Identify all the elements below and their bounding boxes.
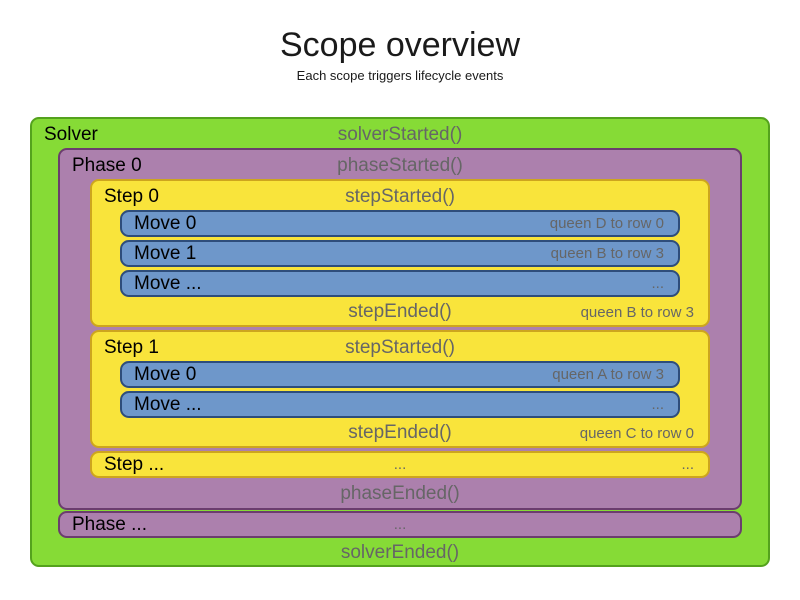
move-label: Move ... (134, 272, 202, 294)
step-more-right-dots: ... (681, 456, 694, 473)
step-label: Step 1 (104, 336, 159, 358)
phase-started-event: phaseStarted() (337, 154, 463, 176)
move-label: Move 0 (134, 212, 197, 234)
step-more-center-dots: ... (393, 456, 407, 473)
step-header-row: Step 1 stepStarted() (92, 334, 708, 361)
move-note: queen B to row 3 (550, 245, 664, 262)
move-row: Move 0 queen D to row 0 (120, 210, 680, 237)
page-subtitle: Each scope triggers lifecycle events (296, 68, 504, 83)
move-note: ... (651, 396, 664, 413)
move-note: queen D to row 0 (549, 215, 664, 232)
step-footer-row: stepEnded() queen B to row 3 (92, 299, 708, 325)
phase-more-label: Phase ... (72, 513, 147, 535)
phase-label: Phase 0 (72, 154, 142, 176)
step-ended-event: stepEnded() (348, 301, 452, 322)
step-ended-event: stepEnded() (348, 422, 452, 443)
move-label: Move 1 (134, 242, 197, 264)
move-note: ... (651, 275, 664, 292)
move-row: Move ... ... (120, 391, 680, 418)
step-started-event: stepStarted() (345, 336, 455, 358)
phase-more-scope: Phase ... ... (58, 511, 742, 538)
move-row: Move 1 queen B to row 3 (120, 240, 680, 267)
step-ended-note: queen C to row 0 (579, 424, 694, 442)
page-title: Scope overview (279, 26, 520, 64)
step-footer-row: stepEnded() queen C to row 0 (92, 420, 708, 446)
solver-started-event: solverStarted() (337, 123, 463, 145)
phase-header-row: Phase 0 phaseStarted() (60, 152, 740, 179)
solver-scope: Solver solverStarted() Phase 0 phaseStar… (30, 117, 770, 567)
move-row: Move 0 queen A to row 3 (120, 361, 680, 388)
step-ended-note: queen B to row 3 (580, 303, 694, 321)
step-more-label: Step ... (104, 453, 165, 475)
step-header-row: Step 0 stepStarted() (92, 183, 708, 210)
solver-ended-event: solverEnded() (340, 542, 460, 563)
step-scope: Step 1 stepStarted() Move 0 queen A to r… (90, 330, 710, 448)
move-row: Move ... ... (120, 270, 680, 297)
solver-footer-row: solverEnded() (32, 540, 768, 566)
solver-label: Solver (44, 123, 98, 145)
step-started-event: stepStarted() (345, 185, 455, 207)
step-more-scope: Step ... ... ... (90, 451, 710, 478)
phase-scope: Phase 0 phaseStarted() Step 0 stepStarte… (58, 148, 742, 510)
step-scope: Step 0 stepStarted() Move 0 queen D to r… (90, 179, 710, 327)
move-label: Move ... (134, 393, 202, 415)
move-label: Move 0 (134, 363, 197, 385)
step-label: Step 0 (104, 185, 159, 207)
phase-footer-row: phaseEnded() (60, 480, 740, 508)
solver-header-row: Solver solverStarted() (32, 121, 768, 148)
move-note: queen A to row 3 (552, 366, 664, 383)
phase-more-center-dots: ... (393, 516, 407, 533)
phase-ended-event: phaseEnded() (340, 483, 460, 504)
